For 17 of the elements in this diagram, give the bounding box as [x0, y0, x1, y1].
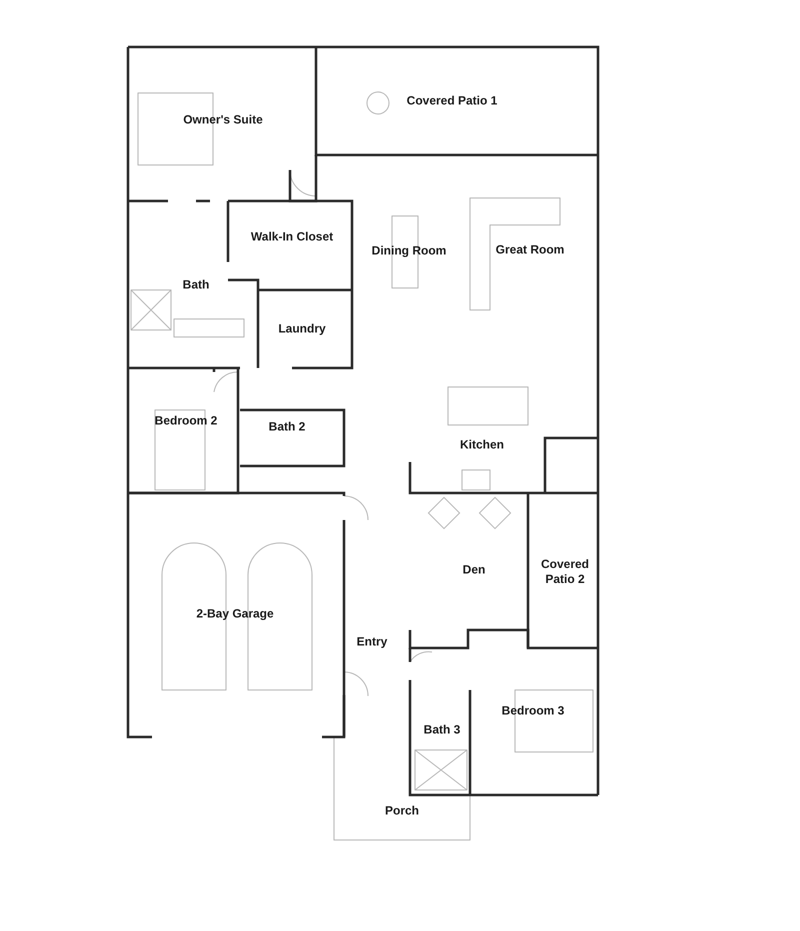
- room-label: Walk-In Closet: [250, 230, 334, 244]
- room-label: Porch: [385, 804, 419, 818]
- room-label: Covered Patio 1: [406, 94, 498, 108]
- room-label: Bedroom 3: [502, 704, 564, 718]
- room-label: Bath 2: [268, 420, 306, 434]
- room-label: Kitchen: [460, 438, 504, 452]
- room-label: Bedroom 2: [154, 414, 218, 428]
- room-label: Bath 3: [424, 722, 460, 738]
- room-label: Den: [462, 562, 486, 578]
- room-label: Bath: [182, 278, 210, 292]
- room-label: Covered Patio 2: [540, 557, 590, 587]
- room-label: Laundry: [278, 322, 326, 336]
- room-label: Owner's Suite: [183, 112, 263, 128]
- room-label: 2-Bay Garage: [196, 606, 274, 622]
- room-label: Entry: [356, 634, 388, 650]
- room-label: Dining Room: [372, 244, 446, 258]
- room-label: Great Room: [496, 242, 564, 258]
